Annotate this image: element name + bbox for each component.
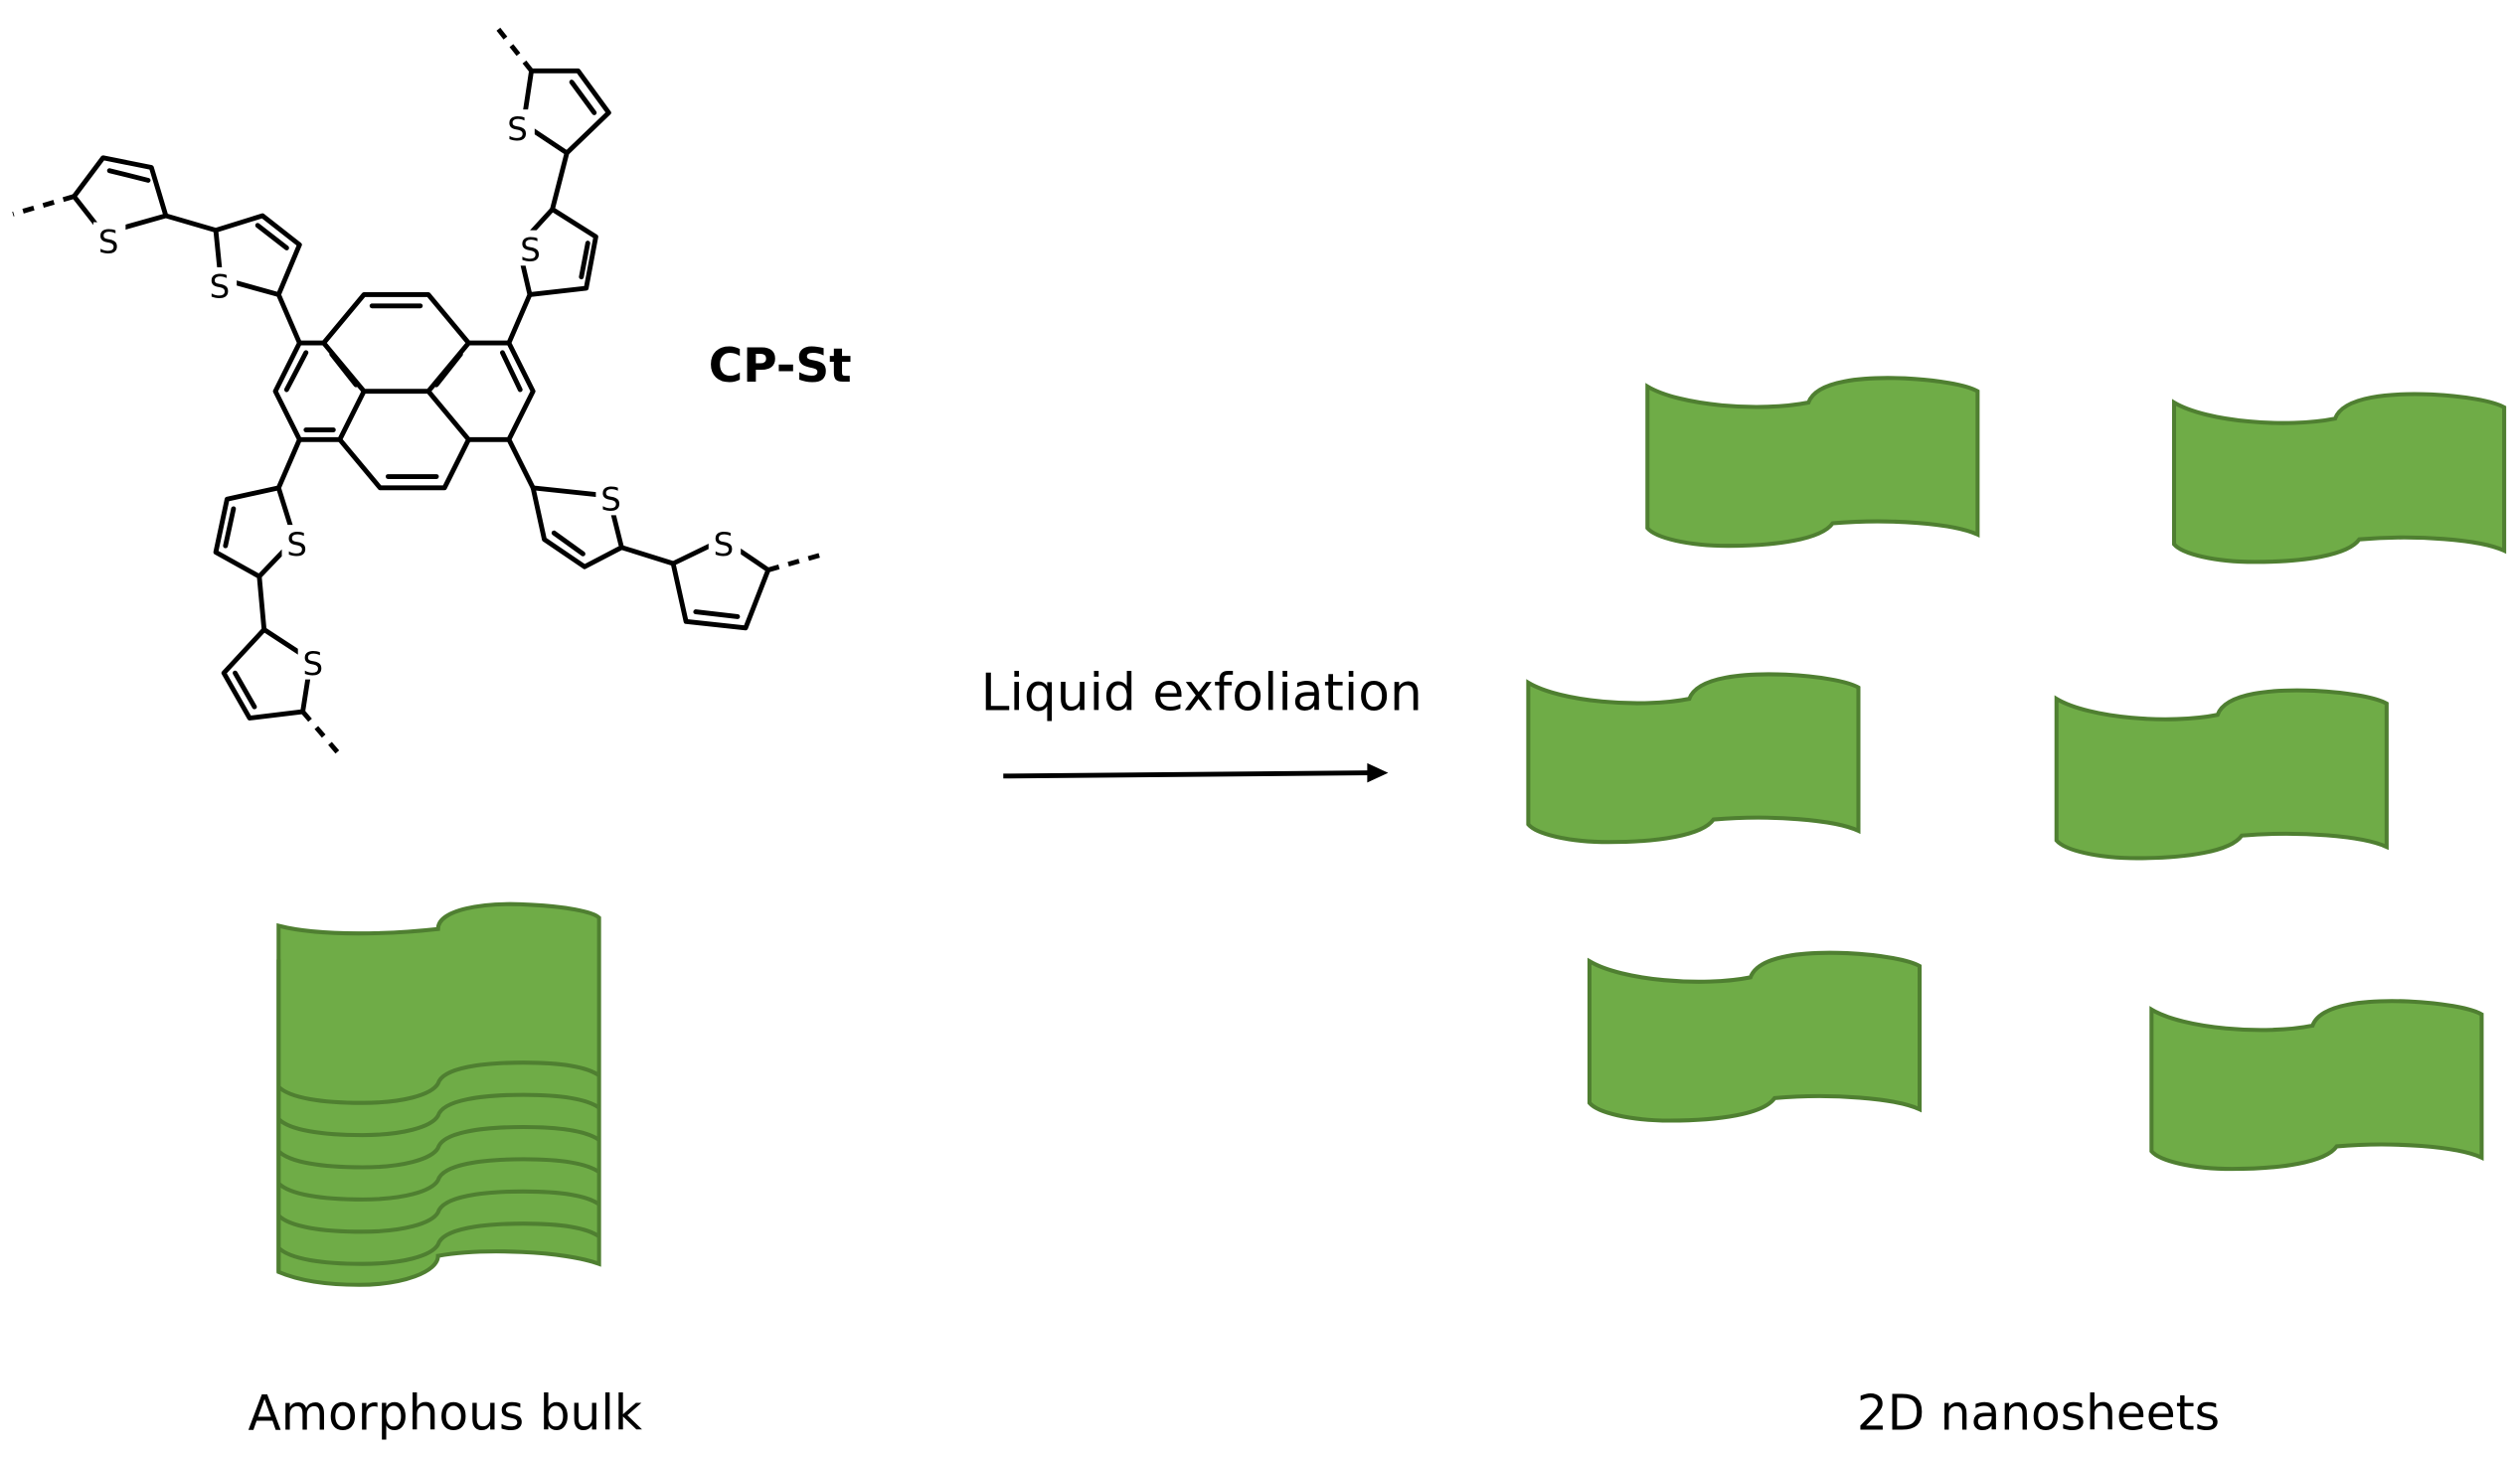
captions: Amorphous bulk 2D nanosheets [248,1386,2220,1442]
nanosheet [2151,1001,2481,1169]
left-caption: Amorphous bulk [248,1386,642,1442]
thiophene-arm-lower-left [213,436,344,758]
process-arrow: Liquid exfoliation [981,663,1423,783]
sulfur-labels: S S S S S S S S [92,109,742,683]
sulfur-atom-label: S [286,526,307,564]
thiophene-arm-lower-right [506,436,826,631]
arrow-head-icon [1367,762,1389,783]
nanosheet [2174,395,2504,563]
nanosheet [1647,378,1977,546]
nanosheet [1528,674,1858,842]
sulfur-atom-label: S [98,223,119,260]
bulk-layer-edges [276,959,600,1272]
sulfur-atom-label: S [600,481,621,519]
pyrene-core [272,292,536,491]
chemical-structure: S S S S S S S S CP-St [12,22,852,758]
arrow-label: Liquid exfoliation [981,663,1423,723]
thiophene-arm-upper-right [492,22,611,346]
sulfur-atom-label: S [507,110,528,148]
sulfur-atom-label: S [303,645,324,683]
sulfur-atom-label: S [210,268,231,306]
amorphous-bulk-stack [276,901,601,1287]
sulfur-atom-label: S [714,526,735,564]
thiophene-arm-upper-left [12,155,302,346]
nanosheet [2057,691,2387,859]
compound-label: CP-St [709,339,852,394]
right-caption: 2D nanosheets [1857,1386,2220,1442]
nanosheets-group [1528,378,2504,1169]
nanosheet [1590,953,1920,1121]
sulfur-atom-label: S [520,231,541,268]
